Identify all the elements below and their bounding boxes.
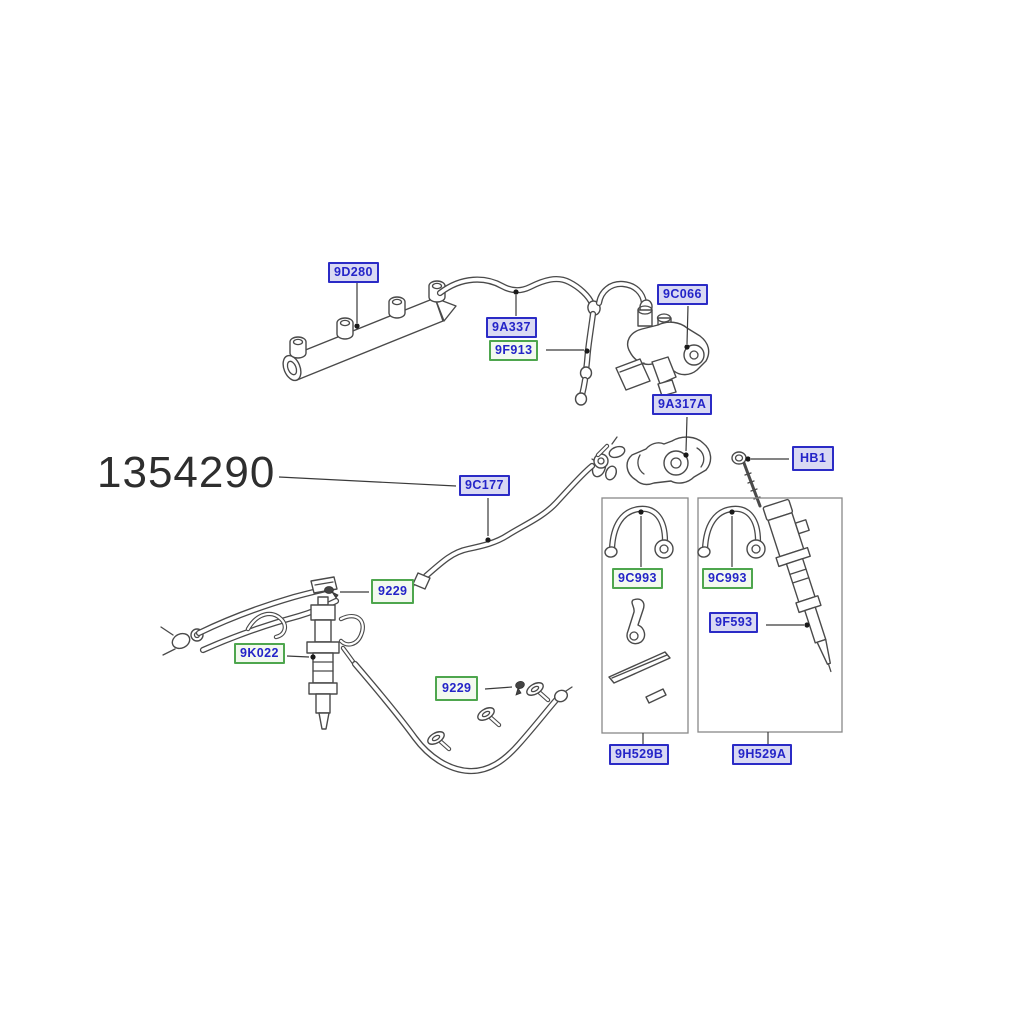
part-label-9c066[interactable]: 9C066 xyxy=(657,284,708,305)
part-label-9a337[interactable]: 9A337 xyxy=(486,317,537,338)
part-label-9c177[interactable]: 9C177 xyxy=(459,475,510,496)
part-label-9229-a[interactable]: 9229 xyxy=(371,579,415,604)
spill-rail-drawing xyxy=(351,660,573,775)
part-label-9f913[interactable]: 9F913 xyxy=(489,340,539,361)
part-label-hb1[interactable]: HB1 xyxy=(792,446,835,471)
part-label-9c993-a[interactable]: 9C993 xyxy=(612,568,663,589)
fuel-rail-drawing xyxy=(282,280,457,382)
kit-box-9h529a-drawing xyxy=(697,497,843,733)
injector-9f593-drawing xyxy=(762,498,832,673)
pipe-9f913-drawing xyxy=(574,310,597,406)
screw-9229-a-drawing xyxy=(324,586,339,599)
pipe-9a337-drawing xyxy=(436,276,653,316)
injector-unit-9c066-drawing xyxy=(615,305,710,397)
part-label-9k022[interactable]: 9K022 xyxy=(234,643,285,664)
pipe-9c177-drawing xyxy=(403,436,626,595)
leader-lines xyxy=(278,281,810,744)
part-label-9f593[interactable]: 9F593 xyxy=(709,612,759,633)
harness-9k022-drawing xyxy=(160,576,365,730)
part-label-9229-b[interactable]: 9229 xyxy=(435,676,479,701)
screw-9229-b-drawing xyxy=(515,680,525,696)
part-label-9h529a[interactable]: 9H529A xyxy=(732,744,793,765)
part-label-9a317a[interactable]: 9A317A xyxy=(652,394,713,415)
part-label-9h529b[interactable]: 9H529B xyxy=(609,744,670,765)
part-label-9c993-b[interactable]: 9C993 xyxy=(702,568,753,589)
part-number-text: 1354290 xyxy=(97,448,276,497)
rail-port-icons xyxy=(289,280,446,359)
part-label-9d280[interactable]: 9D280 xyxy=(328,262,379,283)
kit-box-9h529b-drawing xyxy=(601,497,689,734)
bolt-hb1-drawing xyxy=(731,451,762,508)
